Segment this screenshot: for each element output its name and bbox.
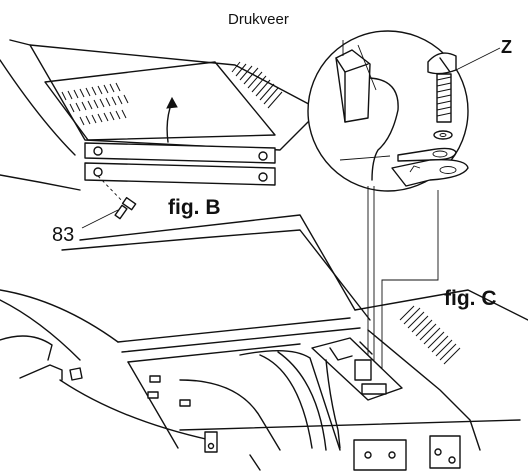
lid-window <box>44 61 276 141</box>
body-left-curve-2 <box>0 299 81 361</box>
leader-z <box>455 47 501 71</box>
cover-inner-edge <box>61 229 371 321</box>
label-drukveer: Drukveer <box>228 11 289 28</box>
side-hook <box>0 335 53 361</box>
housing-curve-left <box>0 59 76 156</box>
base-rail <box>179 419 521 431</box>
platen-curve-3 <box>179 379 281 451</box>
label-part-83: 83 <box>52 224 75 246</box>
platen-curve-1 <box>259 354 313 449</box>
housing-inner-edge <box>29 44 321 151</box>
rail-screw-4 <box>258 172 268 182</box>
side-tab <box>69 367 83 381</box>
slot-1 <box>149 375 161 383</box>
machine-body <box>0 214 528 471</box>
screw-83-path <box>97 175 127 206</box>
rail-lower <box>84 162 276 186</box>
drukveer-leader <box>357 44 377 91</box>
platen-drum <box>239 349 341 451</box>
label-fig-c: fig. C <box>444 287 497 310</box>
carriage-rail-mid <box>121 327 361 353</box>
front-curve <box>59 379 211 441</box>
connector-housing <box>311 337 403 449</box>
housing-top-edge <box>9 39 321 111</box>
drukveer-block-icon <box>335 40 371 123</box>
carriage-rail-low <box>127 343 301 363</box>
lift-arrow-head <box>166 96 178 109</box>
front-edge <box>127 361 179 449</box>
label-z: Z <box>501 37 512 57</box>
rail-screw-3 <box>93 167 103 177</box>
bracket-plate-icon <box>391 158 469 187</box>
screw-83-icon <box>114 196 137 220</box>
screw-z-icon <box>427 52 457 123</box>
fig-b-panel <box>0 39 321 229</box>
cover-top-edge <box>79 214 356 311</box>
leader-83 <box>81 209 119 229</box>
washer-icon <box>433 130 453 140</box>
slot-3 <box>147 391 159 399</box>
body-right-side <box>367 329 481 451</box>
rail-screw-2 <box>258 151 268 161</box>
lid-hatch <box>61 82 129 126</box>
fig-c-leader-3 <box>381 190 439 375</box>
ground-wire <box>369 77 399 181</box>
vent-hatch-b <box>231 61 283 109</box>
fig-c-detail-circle <box>307 30 501 192</box>
slot-2 <box>179 399 191 407</box>
body-left-curve <box>0 289 119 343</box>
carriage-rail-top <box>117 317 351 343</box>
housing-curve-bottom <box>0 174 81 191</box>
rail-upper <box>84 142 276 164</box>
base-bracket-2 <box>353 439 407 471</box>
base-bracket-3 <box>429 435 461 469</box>
side-block <box>19 364 63 381</box>
detail-baseline <box>339 155 391 161</box>
platen-curve-2 <box>277 351 327 451</box>
label-fig-b: fig. B <box>168 196 221 219</box>
base-detail <box>249 454 261 471</box>
vent-hatch-right <box>399 305 461 365</box>
rail-screw-1 <box>93 146 103 156</box>
body-right-edge <box>354 289 528 321</box>
